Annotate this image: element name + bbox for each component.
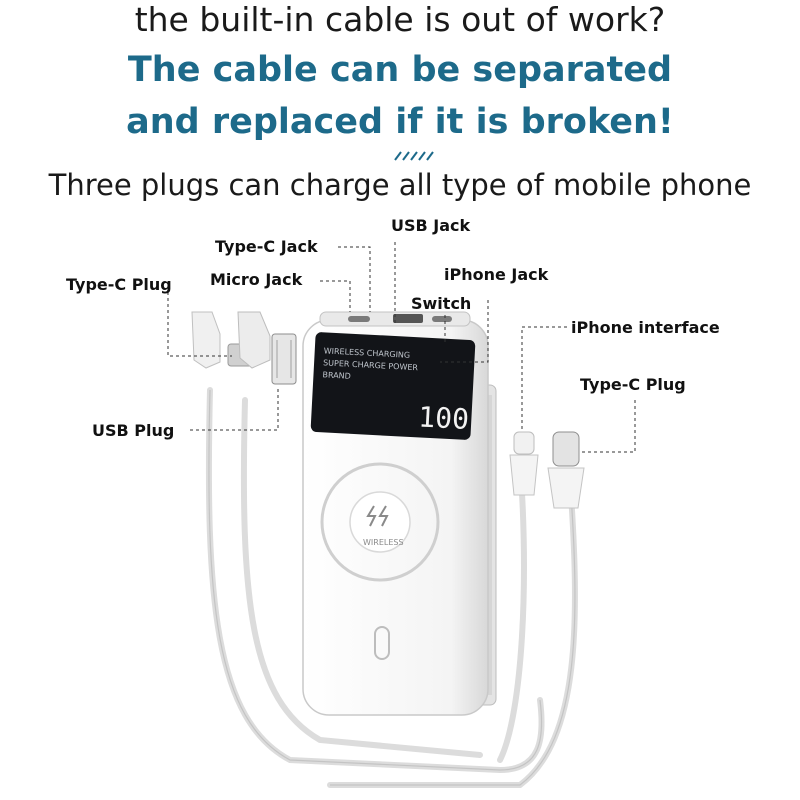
coil-label: WIRELESS: [363, 538, 404, 547]
screen-text-3: BRAND: [322, 370, 351, 380]
display-screen: WIRELESS CHARGING SUPER CHARGE POWER BRA…: [310, 332, 476, 440]
headline-question: the built-in cable is out of work?: [134, 0, 666, 39]
label-iphone-interface: iPhone interface: [571, 318, 720, 337]
iphone-plug-icon: [513, 431, 535, 455]
right-plugs: [509, 431, 585, 509]
label-switch: Switch: [411, 294, 472, 313]
usb-port: [393, 314, 423, 323]
type-c-port: [432, 316, 452, 322]
headline-main-line2: and replaced if it is broken!: [126, 102, 674, 142]
micro-port: [348, 316, 370, 322]
leader-lines: [167, 242, 636, 453]
headline-main-line1: The cable can be separated: [127, 50, 673, 90]
battery-level-readout: 100: [418, 400, 470, 436]
power-button-icon: [374, 626, 390, 660]
type-c-plug-right-icon: [552, 431, 580, 467]
label-iphone-jack: iPhone Jack: [444, 265, 549, 284]
label-type-c-plug-right: Type-C Plug: [580, 375, 686, 394]
label-usb-jack: USB Jack: [391, 216, 471, 235]
usb-plug-icon: [271, 333, 297, 385]
label-usb-plug: USB Plug: [92, 421, 175, 440]
wireless-coil: WIRELESS: [320, 462, 440, 582]
subheadline: Three plugs can charge all type of mobil…: [48, 168, 752, 202]
label-type-c-jack: Type-C Jack: [215, 237, 318, 256]
decorative-slashes: [394, 151, 434, 161]
label-type-c-plug-left: Type-C Plug: [66, 275, 172, 294]
left-plugs: [191, 311, 297, 385]
label-micro-jack: Micro Jack: [210, 270, 303, 289]
bolt-icon: [366, 505, 377, 527]
